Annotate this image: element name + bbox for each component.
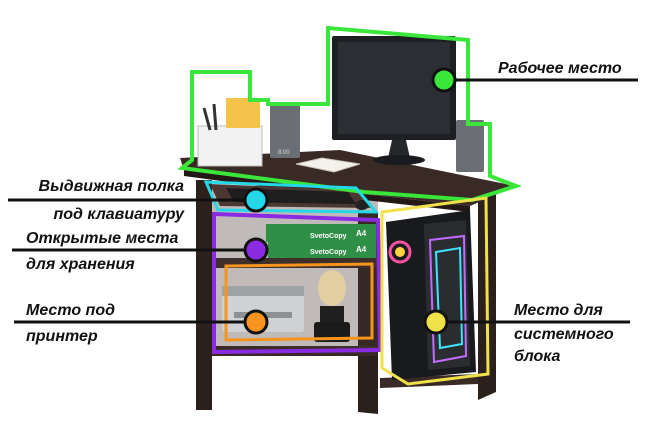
system-unit-label-line1: Место для xyxy=(514,302,603,319)
paper-size-text-2: A4 xyxy=(356,245,367,254)
table-lamp xyxy=(314,270,350,342)
leader-lines xyxy=(8,78,638,324)
monitor xyxy=(332,36,456,165)
zone-markers xyxy=(243,67,457,335)
paper-reams: SvetoCopy SvetoCopy A4 A4 xyxy=(266,224,376,258)
speaker-clock-text: 8:00 xyxy=(278,150,290,156)
printer-place-label-line1: Место под xyxy=(26,302,115,319)
open-storage-label: Открытые места для хранения xyxy=(26,228,178,276)
system-unit-label-line2: системного xyxy=(514,326,614,343)
pc-tower xyxy=(386,210,476,380)
system-unit-label: Место для системного блока xyxy=(514,300,614,368)
speaker-left xyxy=(270,104,300,158)
system-unit-label-line3: блока xyxy=(514,348,561,365)
mouse xyxy=(355,200,369,210)
storage-marker xyxy=(243,237,269,263)
printer-place-label-line2: принтер xyxy=(26,328,98,345)
open-storage-label-line2: для хранения xyxy=(26,256,135,273)
workspace-marker xyxy=(431,67,457,93)
workspace-zone-outline xyxy=(177,25,523,203)
workspace-label: Рабочее место xyxy=(498,58,622,80)
printer-zone-outline xyxy=(224,262,374,342)
storage-zone-outline xyxy=(212,211,383,355)
printer-marker xyxy=(243,309,269,335)
keyboard-shelf-label-line1: Выдвижная полка xyxy=(38,178,184,195)
keyboard-marker xyxy=(243,187,269,213)
workspace-label-line1: Рабочее место xyxy=(498,60,622,77)
speaker-right xyxy=(456,120,484,172)
paper-brand-text: SvetoCopy xyxy=(310,233,347,240)
paper-brand-text-2: SvetoCopy xyxy=(310,249,347,256)
system-unit-zone-outline xyxy=(380,196,490,386)
keyboard-shelf-label: Выдвижная полка под клавиатуру xyxy=(26,176,184,226)
printer-place-label: Место под принтер xyxy=(26,300,115,348)
system-unit-marker xyxy=(423,309,449,335)
keyboard-shelf-label-line2: под клавиатуру xyxy=(53,206,184,223)
paper-size-text: A4 xyxy=(356,229,367,238)
open-storage-label-line1: Открытые места xyxy=(26,230,179,247)
open-book xyxy=(295,157,361,173)
stationery-organizer xyxy=(197,98,263,167)
